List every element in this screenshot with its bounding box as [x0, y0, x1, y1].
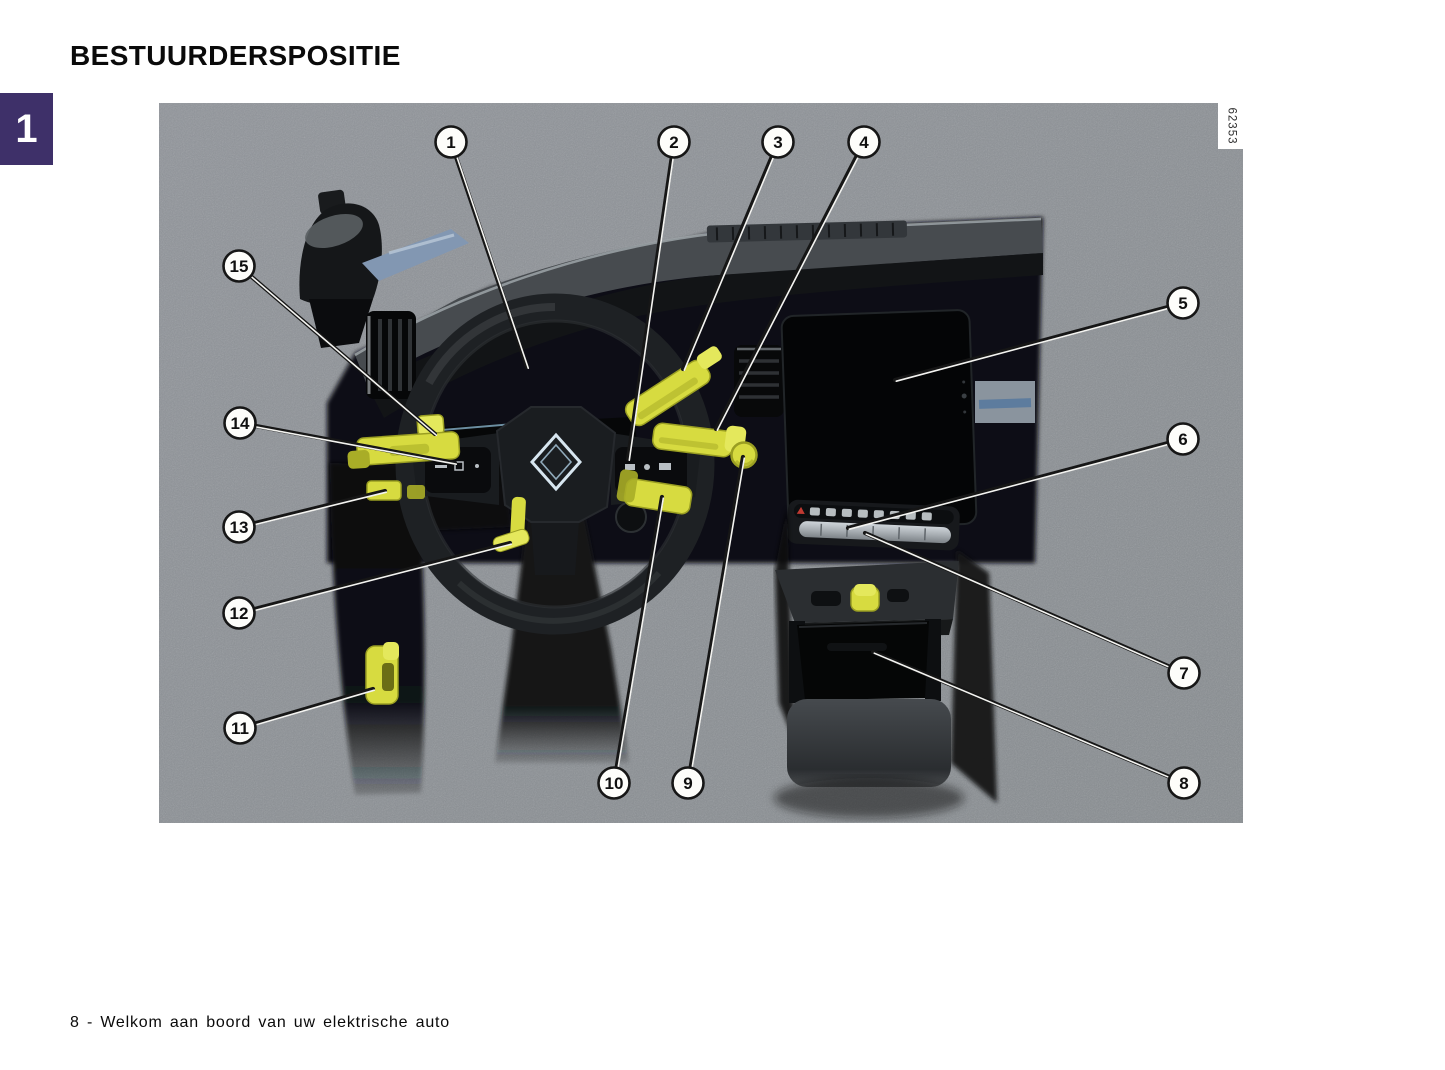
callout-circle	[657, 125, 691, 159]
callout-circle	[847, 125, 881, 159]
callout-11: 11	[223, 686, 376, 745]
light-stalk-highlight	[347, 414, 461, 469]
callout-circle	[761, 125, 795, 159]
steering-wheel	[395, 293, 715, 635]
wiper-stalk-highlight	[624, 346, 722, 427]
climate-control-strip	[786, 499, 960, 551]
left-air-vent	[366, 311, 416, 399]
callout-number: 6	[1178, 430, 1187, 449]
console-knob-highlight	[850, 584, 880, 612]
steering-column	[495, 518, 629, 763]
callout-number: 15	[230, 257, 249, 276]
callout-number: 5	[1178, 294, 1187, 313]
door-mirror	[299, 189, 382, 348]
callout-15: 15	[222, 249, 438, 437]
callout-2: 2	[625, 125, 691, 462]
page-footer: 8 - Welkom aan boord van uw elektrische …	[70, 1014, 450, 1031]
callout-5: 5	[892, 286, 1200, 383]
callout-number: 8	[1179, 774, 1188, 793]
door-lever-highlight	[365, 642, 399, 705]
callout-10: 10	[597, 494, 665, 800]
callout-number: 10	[605, 774, 624, 793]
callout-circle	[222, 510, 256, 544]
callout-1: 1	[434, 125, 530, 370]
hazard-button	[796, 506, 805, 515]
callout-circle	[1166, 286, 1200, 320]
callout-number: 13	[230, 518, 249, 537]
callout-circle	[1166, 422, 1200, 456]
audio-stalk-highlight	[616, 469, 693, 515]
callout-circle	[434, 125, 468, 159]
callout-3: 3	[680, 125, 795, 372]
callout-circle	[223, 711, 257, 745]
highlighted-controls	[347, 346, 880, 705]
callout-number: 9	[683, 774, 692, 793]
windshield-reflection	[362, 229, 469, 281]
defroster-vent	[706, 220, 908, 243]
callout-circle	[222, 249, 256, 283]
callout-circle	[671, 766, 705, 800]
callout-number: 3	[773, 133, 782, 152]
callout-8: 8	[870, 649, 1201, 800]
callout-number: 4	[859, 133, 869, 152]
image-reference-tag: 62353	[1218, 103, 1243, 149]
callout-7: 7	[862, 530, 1201, 690]
chapter-tab: 1	[0, 93, 53, 165]
left-dash-column	[330, 463, 425, 795]
touchscreen	[780, 309, 978, 531]
callout-circle	[1167, 766, 1201, 800]
callout-circle	[222, 596, 256, 630]
callout-number: 1	[446, 133, 455, 152]
storage-bin	[789, 619, 941, 703]
start-button-highlight	[730, 441, 758, 469]
chapter-number: 1	[15, 106, 38, 151]
callout-9: 9	[671, 454, 746, 800]
callout-13: 13	[222, 488, 388, 544]
callout-number: 2	[669, 133, 678, 152]
callout-14: 14	[223, 406, 458, 466]
callout-12: 12	[222, 540, 513, 630]
page-title: BESTUURDERSPOSITIE	[70, 40, 401, 71]
callout-number: 14	[231, 414, 250, 433]
armrest	[774, 699, 964, 818]
callout-number: 7	[1179, 664, 1188, 683]
callout-circle	[223, 406, 257, 440]
callout-number: 12	[230, 604, 249, 623]
callout-circle	[597, 766, 631, 800]
image-reference-number: 62353	[1225, 107, 1238, 145]
renault-logo-icon	[529, 432, 583, 492]
callout-number: 11	[231, 719, 249, 738]
callout-6: 6	[845, 422, 1200, 531]
callout-4: 4	[713, 125, 881, 432]
side-window-gap	[975, 381, 1035, 423]
callout-circle	[1167, 656, 1201, 690]
